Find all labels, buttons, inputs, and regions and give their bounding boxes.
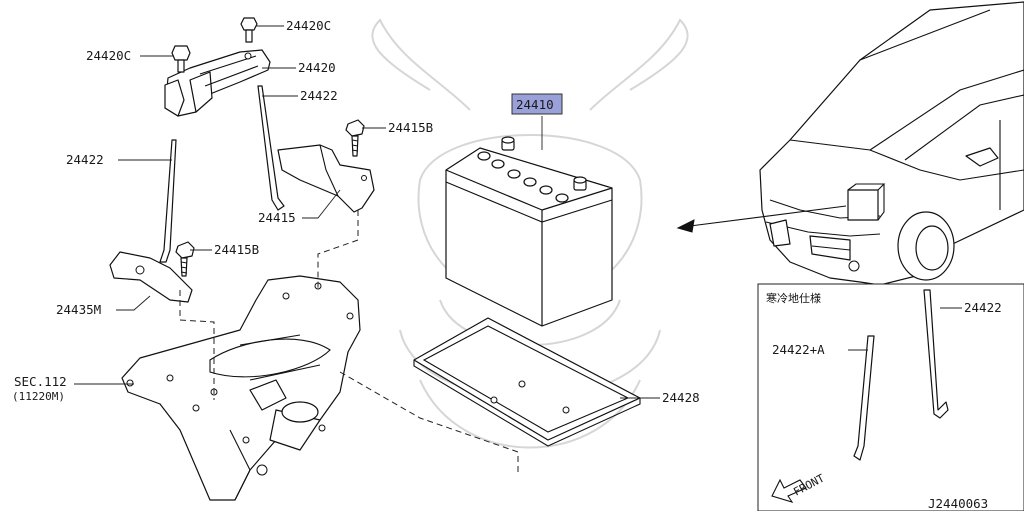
label-clip-24435m: 24435M [56,302,101,317]
label-bolt-24415b-bracket: 24415B [388,120,433,135]
label-battery-24410: 24410 [516,97,554,112]
bolt-24415b-lower [175,241,195,277]
label-bolt-24420c-top: 24420C [286,18,331,33]
bracket-24415 [277,144,375,213]
bolt-24420c-left [171,45,191,73]
figure-id: J2440063 [928,496,988,511]
label-battery-24410-box [511,93,563,115]
inset-panel [757,283,1024,511]
label-tray-24428: 24428 [662,390,700,405]
battery-mount-frame [121,275,361,501]
battery-24410 [445,136,613,327]
hold-down-rod-left [159,139,177,263]
leader-lines [74,25,660,399]
label-holder-24420: 24420 [298,60,336,75]
clip-24435m [109,251,193,303]
label-rod-24422-left: 24422 [66,152,104,167]
label-section-ref: SEC.112 [14,374,67,389]
inset-label-rod: 24422 [964,300,1002,315]
label-bracket-24415: 24415 [258,210,296,225]
bolt-24415b-bracket [345,119,365,157]
label-bolt-24420c-left: 24420C [86,48,131,63]
assembly-guide-lines [179,210,519,476]
label-rod-24422-right: 24422 [300,88,338,103]
inset-title: 寒冷地仕様 [766,291,821,305]
inset-label-rod-alt: 24422+A [772,342,825,357]
location-arrow [676,205,847,233]
hold-down-rod-right [257,85,285,211]
label-bolt-24415b-lower: 24415B [214,242,259,257]
battery-holder-24420 [164,49,271,117]
vehicle-illustration [759,1,1024,286]
bolt-24420c-top [240,17,258,43]
label-section-ref-code: (11220M) [12,390,65,403]
